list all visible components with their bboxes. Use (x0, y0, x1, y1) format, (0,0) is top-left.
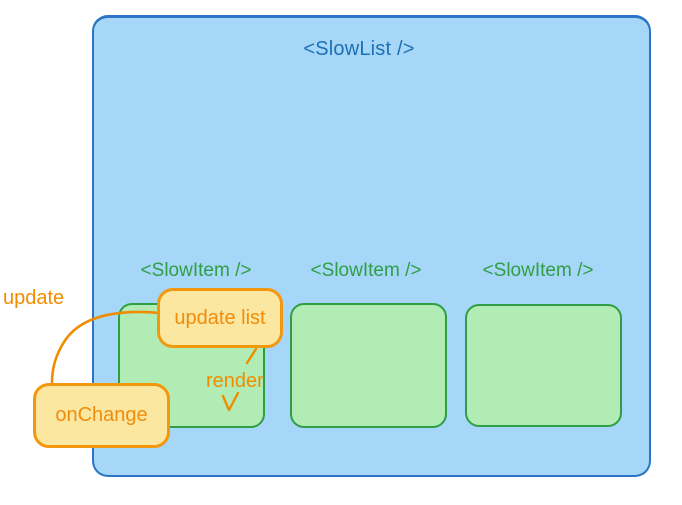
slowitem-box-3 (465, 304, 622, 427)
update-list-note: update list (157, 288, 283, 348)
update-list-note-label: update list (174, 306, 266, 329)
onchange-note: onChange (33, 383, 170, 448)
render-annotation-label: render (206, 370, 264, 392)
slowlist-label: <SlowList /> (303, 38, 415, 60)
slowitem-label-2: <SlowItem /> (310, 260, 422, 281)
slowitem-box-2 (290, 303, 447, 428)
slowitem-label-1: <SlowItem /> (140, 260, 252, 281)
update-annotation-label: update (3, 287, 65, 309)
onchange-note-label: onChange (55, 404, 148, 426)
slowitem-label-3: <SlowItem /> (482, 260, 594, 281)
